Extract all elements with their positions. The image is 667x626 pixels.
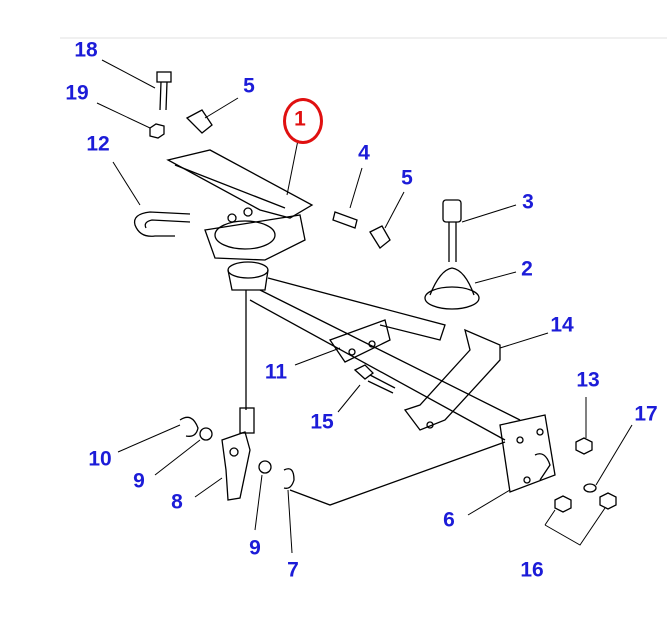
linkage-rod (245, 290, 506, 506)
pedal-assembly (166, 149, 314, 291)
nuts-16 (554, 492, 617, 513)
callout-1-highlighted[interactable]: 1 (294, 107, 306, 131)
nut-19 (149, 123, 165, 139)
callout-12[interactable]: 12 (86, 132, 110, 156)
bolt-15 (353, 364, 396, 394)
callout-9[interactable]: 9 (133, 469, 145, 493)
callout-5[interactable]: 5 (401, 166, 413, 190)
callout-14[interactable]: 14 (550, 313, 574, 337)
plate-6 (499, 414, 556, 493)
highlight-circle (283, 98, 323, 144)
shaft (249, 277, 521, 441)
callout-11[interactable]: 11 (264, 360, 288, 384)
callout-9[interactable]: 9 (249, 536, 261, 560)
rod-end-3 (442, 199, 462, 262)
clip-7 (283, 468, 295, 489)
bracket-14 (403, 328, 501, 431)
callout-7[interactable]: 7 (287, 558, 299, 582)
callout-4[interactable]: 4 (358, 141, 370, 165)
callout-10[interactable]: 10 (88, 447, 112, 471)
callout-15[interactable]: 15 (310, 410, 334, 434)
leader-lines (96, 59, 633, 554)
pin-9a (199, 427, 213, 441)
pin-9b (258, 460, 272, 474)
callout-5[interactable]: 5 (243, 74, 255, 98)
bracket-11 (328, 319, 391, 363)
lever-8 (221, 407, 255, 501)
u-bolt-12 (133, 211, 191, 237)
callout-18[interactable]: 18 (74, 38, 98, 62)
clip-10 (179, 416, 199, 437)
callout-2[interactable]: 2 (521, 257, 533, 281)
bolt-18 (156, 71, 172, 111)
callout-17[interactable]: 17 (634, 402, 658, 426)
clip-5b (369, 225, 391, 249)
callout-16[interactable]: 16 (520, 558, 544, 582)
clip-5a (185, 109, 213, 134)
callout-13[interactable]: 13 (576, 368, 600, 392)
callout-8[interactable]: 8 (171, 490, 183, 514)
callout-19[interactable]: 19 (65, 81, 89, 105)
callout-3[interactable]: 3 (522, 190, 534, 214)
washer-17 (583, 483, 597, 493)
callout-6[interactable]: 6 (443, 508, 455, 532)
nut-13 (575, 437, 593, 455)
pin-4 (332, 211, 358, 229)
boot-2 (424, 267, 480, 310)
